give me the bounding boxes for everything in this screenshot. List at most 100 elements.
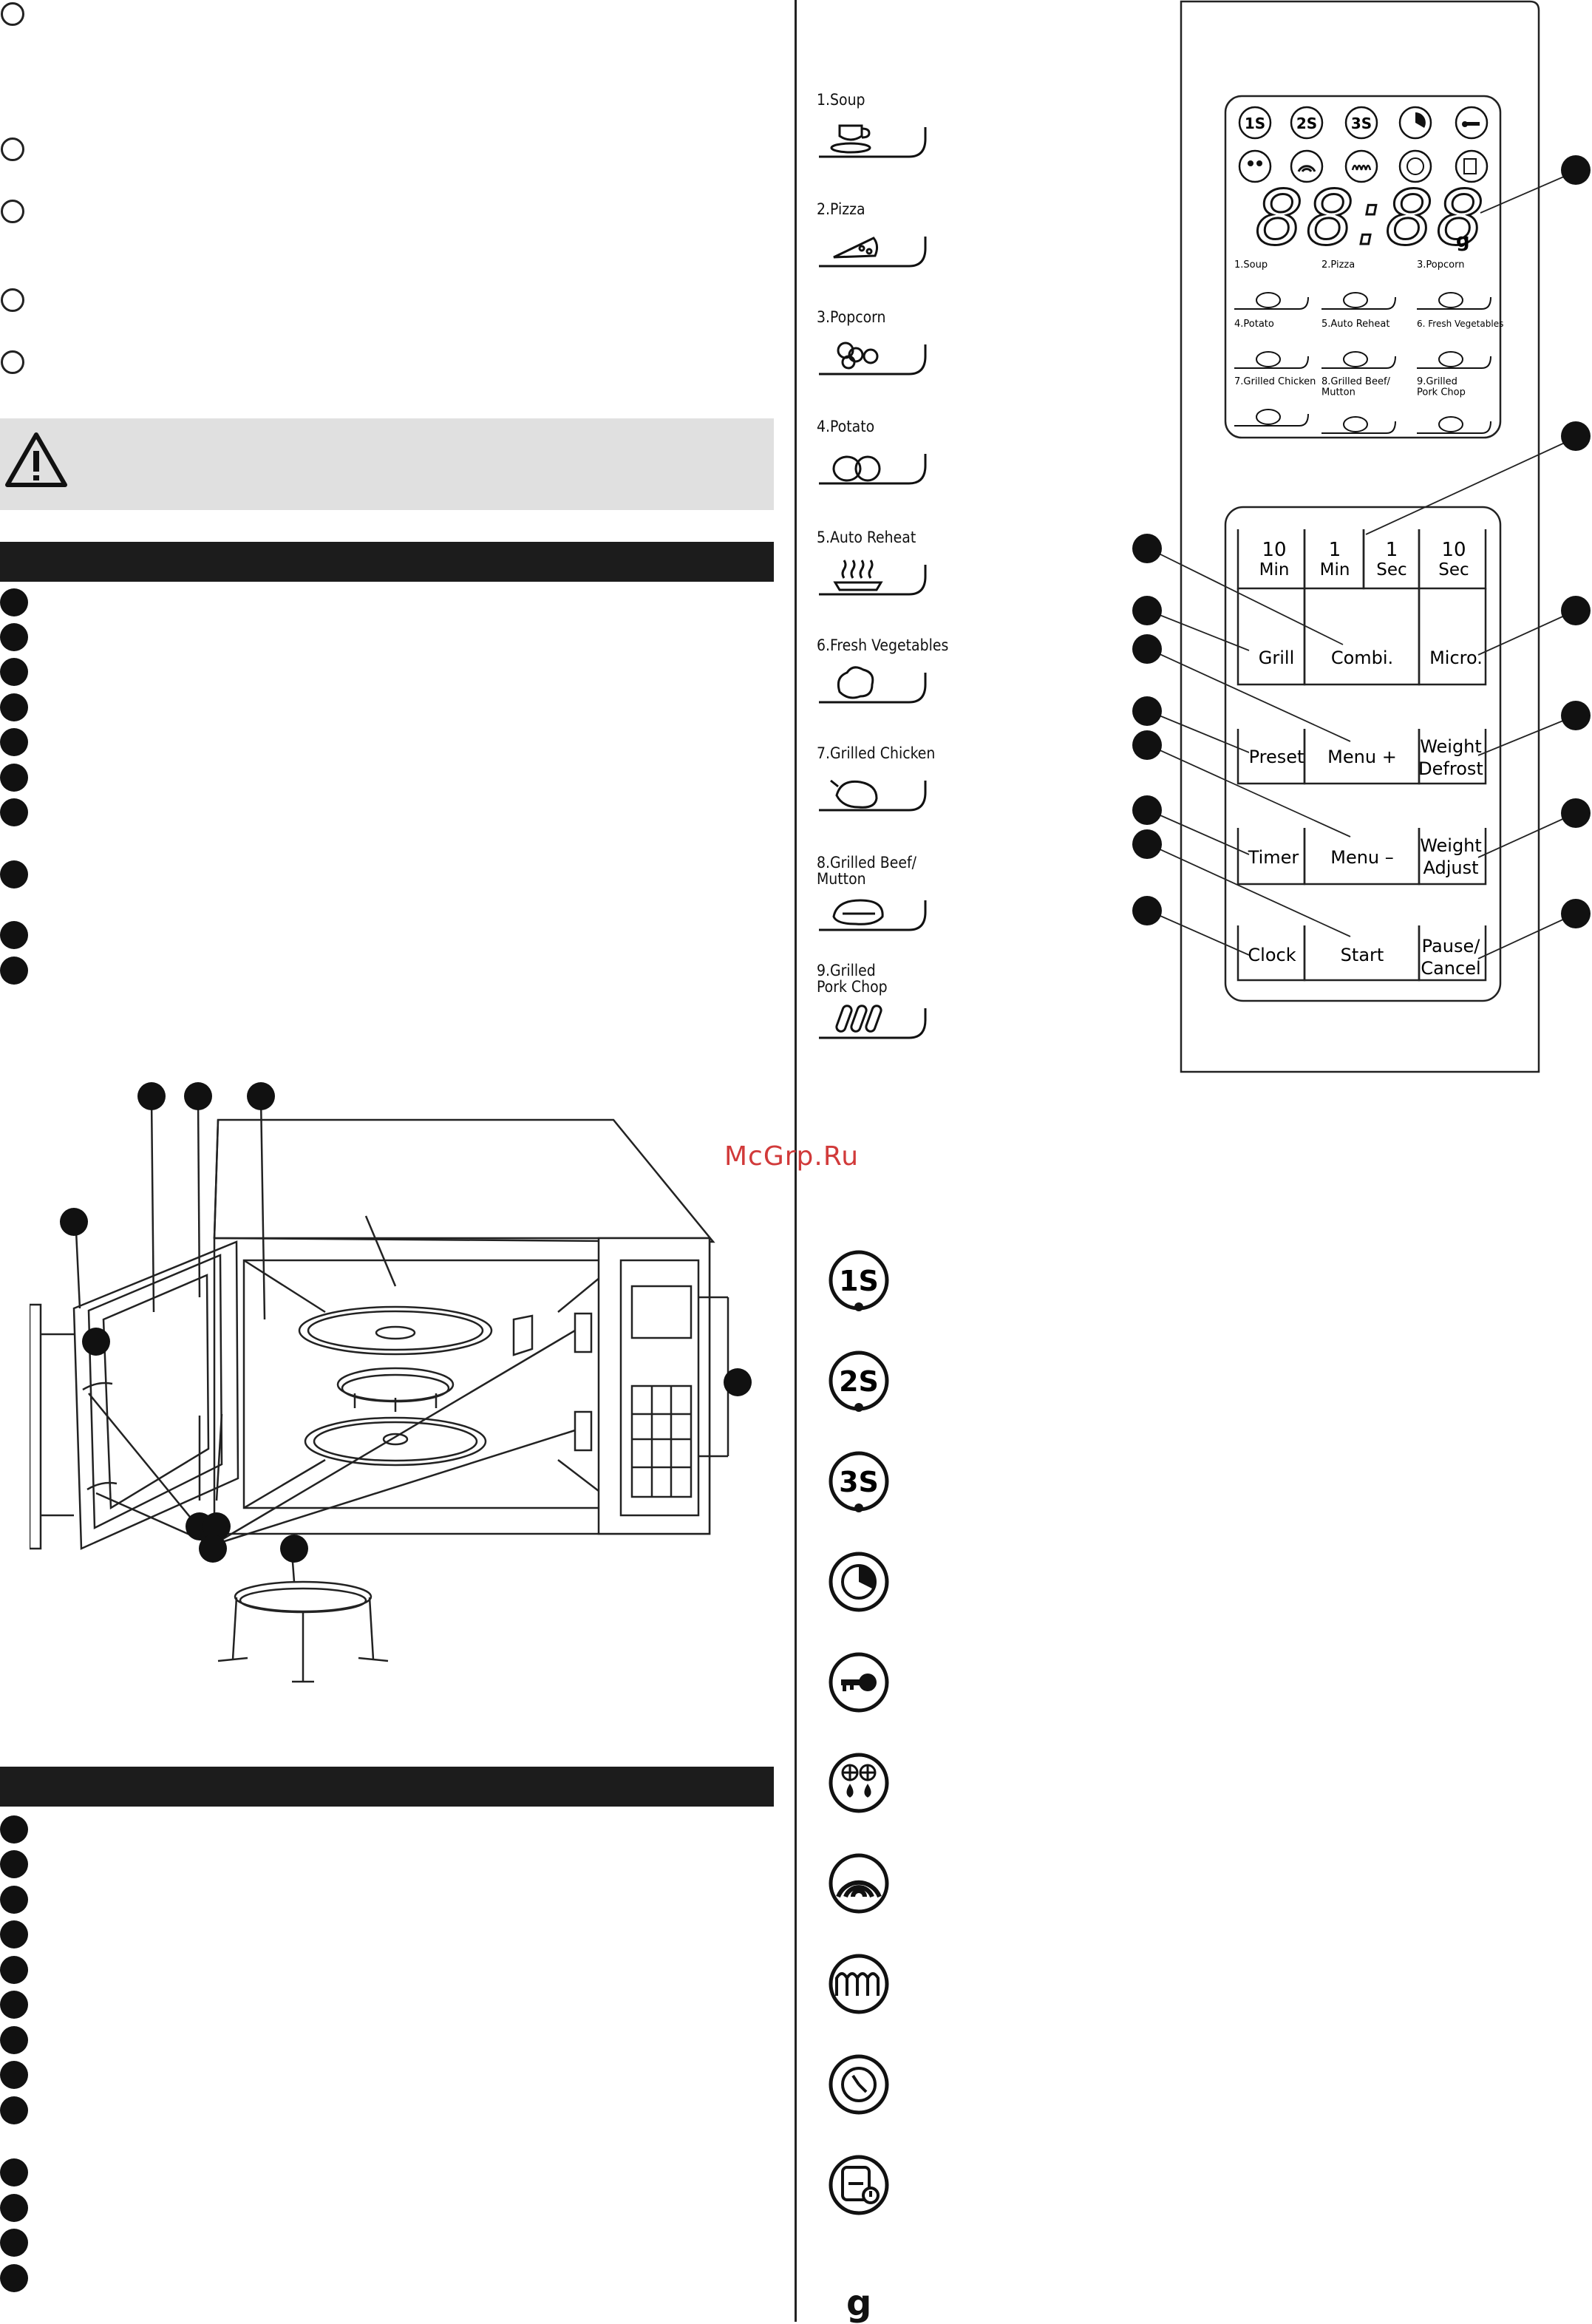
list-marker-ring bbox=[1, 288, 24, 312]
microwave-wave-icon bbox=[836, 1880, 882, 1898]
display-menu-label: Mutton bbox=[1321, 387, 1355, 398]
display-menu-icon bbox=[1438, 292, 1463, 308]
display-menu-label: 4.Potato bbox=[1234, 319, 1274, 330]
list-marker-ring bbox=[1, 200, 24, 223]
list-marker-dot bbox=[0, 2264, 28, 2292]
preset-button[interactable]: Preset bbox=[1249, 747, 1304, 767]
pause-cancel-button[interactable]: Pause/ bbox=[1422, 936, 1481, 957]
list-marker-dot bbox=[0, 1850, 28, 1878]
time-button-1[interactable]: 1 bbox=[1329, 539, 1341, 561]
weight-adjust-button[interactable]: Weight bbox=[1420, 835, 1482, 856]
list-marker-dot bbox=[0, 2026, 28, 2054]
clock-button[interactable]: Clock bbox=[1248, 945, 1296, 965]
list-marker-dot bbox=[0, 588, 28, 616]
defrost-snowflake-icon bbox=[841, 1764, 877, 1798]
menu-program-label: 8.Grilled Beef/ Mutton bbox=[817, 854, 917, 888]
micro-button[interactable]: Micro. bbox=[1429, 648, 1483, 668]
potato-icon bbox=[819, 454, 927, 485]
menu-program-label: 1.Soup bbox=[817, 91, 865, 109]
display-menu-label: Pork Chop bbox=[1417, 387, 1466, 398]
popcorn-icon bbox=[819, 342, 927, 376]
list-marker-dot bbox=[0, 860, 28, 889]
menu-plus-button[interactable]: Menu + bbox=[1327, 747, 1397, 767]
grill-button[interactable]: Grill bbox=[1259, 648, 1294, 668]
menu-program-label: 3.Popcorn bbox=[817, 308, 886, 326]
section-header-bar bbox=[0, 542, 774, 582]
list-marker-ring bbox=[1, 2, 24, 26]
display-menu-icon bbox=[1438, 351, 1463, 367]
weight-adjust-button[interactable]: Adjust bbox=[1423, 857, 1478, 878]
display-menu-label: 2.Pizza bbox=[1321, 259, 1355, 271]
display-menu-icon bbox=[1343, 416, 1368, 432]
display-menu-label: 1.Soup bbox=[1234, 259, 1268, 271]
clock-icon bbox=[841, 2067, 877, 2102]
display-menu-icon bbox=[1343, 351, 1368, 367]
lock-key-icon bbox=[841, 1674, 877, 1691]
display-menu-bracket bbox=[1417, 421, 1491, 434]
list-marker-dot bbox=[0, 921, 28, 949]
time-button-3[interactable]: 10 bbox=[1441, 539, 1466, 561]
display-menu-bracket bbox=[1417, 296, 1491, 310]
list-marker-dot bbox=[0, 658, 28, 686]
list-marker-dot bbox=[0, 1886, 28, 1914]
steak-icon bbox=[819, 899, 927, 931]
menu-program-label: 6.Fresh Vegetables bbox=[817, 636, 949, 654]
list-marker-dot bbox=[0, 1920, 28, 1948]
display-menu-label: 6. Fresh Vegetables bbox=[1417, 319, 1503, 329]
list-marker-ring bbox=[1, 350, 24, 374]
display-unit: g bbox=[1456, 230, 1470, 252]
indicator-3s: 3S bbox=[839, 1466, 879, 1498]
section-header-bar bbox=[0, 1767, 774, 1807]
menu-program-label: 2.Pizza bbox=[817, 200, 865, 218]
display-menu-bracket bbox=[1321, 296, 1396, 310]
time-button-unit-0[interactable]: Min bbox=[1259, 560, 1290, 580]
vegetables-icon bbox=[819, 666, 927, 704]
list-marker-dot bbox=[0, 764, 28, 792]
display-menu-bracket bbox=[1234, 413, 1309, 427]
display-menu-bracket bbox=[1321, 356, 1396, 369]
display-menu-label: 3.Popcorn bbox=[1417, 259, 1464, 271]
list-marker-dot bbox=[0, 2158, 28, 2187]
display-menu-bracket bbox=[1234, 296, 1309, 310]
time-button-0[interactable]: 10 bbox=[1262, 539, 1286, 561]
chicken-icon bbox=[819, 779, 927, 812]
time-button-unit-2[interactable]: Sec bbox=[1376, 560, 1406, 580]
menu-program-label: 7.Grilled Chicken bbox=[817, 744, 936, 762]
list-marker-dot bbox=[0, 2229, 28, 2257]
display-menu-icon bbox=[1438, 416, 1463, 432]
display-1s-text: 1S bbox=[1245, 115, 1265, 132]
watermark: McGrp.Ru bbox=[724, 1141, 860, 1172]
indicator-1s: 1S bbox=[839, 1265, 879, 1297]
display-menu-icon bbox=[1256, 409, 1281, 425]
time-button-unit-3[interactable]: Sec bbox=[1438, 560, 1469, 580]
list-marker-dot bbox=[0, 2096, 28, 2124]
display-menu-icon bbox=[1256, 351, 1281, 367]
combi-button[interactable]: Combi. bbox=[1331, 648, 1393, 668]
menu-program-label: 4.Potato bbox=[817, 418, 875, 435]
list-marker-dot bbox=[0, 798, 28, 826]
time-button-unit-1[interactable]: Min bbox=[1320, 560, 1350, 580]
time-button-2[interactable]: 1 bbox=[1386, 539, 1398, 561]
menu-minus-button[interactable]: Menu – bbox=[1330, 847, 1394, 868]
keypad bbox=[1224, 506, 1502, 1002]
display-icon-row bbox=[1238, 106, 1489, 183]
unit-symbol: g bbox=[846, 2283, 872, 2324]
weight-defrost-button[interactable]: Weight bbox=[1420, 736, 1482, 757]
pause-cancel-button[interactable]: Cancel bbox=[1421, 958, 1480, 979]
display-menu-bracket bbox=[1234, 356, 1309, 369]
start-button[interactable]: Start bbox=[1341, 945, 1384, 965]
display-menu-bracket bbox=[1417, 356, 1491, 369]
reheat-dish-icon bbox=[819, 560, 927, 596]
weight-defrost-button[interactable]: Defrost bbox=[1418, 758, 1483, 779]
list-marker-dot bbox=[0, 1956, 28, 1984]
timer-pie-icon bbox=[841, 1564, 877, 1600]
display-2s-text: 2S bbox=[1296, 115, 1317, 132]
list-marker-dot bbox=[0, 693, 28, 721]
delay-start-icon bbox=[841, 2166, 880, 2204]
display-menu-bracket bbox=[1321, 421, 1396, 434]
list-marker-dot bbox=[0, 1815, 28, 1844]
indicator-2s: 2S bbox=[839, 1365, 879, 1398]
timer-button[interactable]: Timer bbox=[1248, 847, 1299, 868]
